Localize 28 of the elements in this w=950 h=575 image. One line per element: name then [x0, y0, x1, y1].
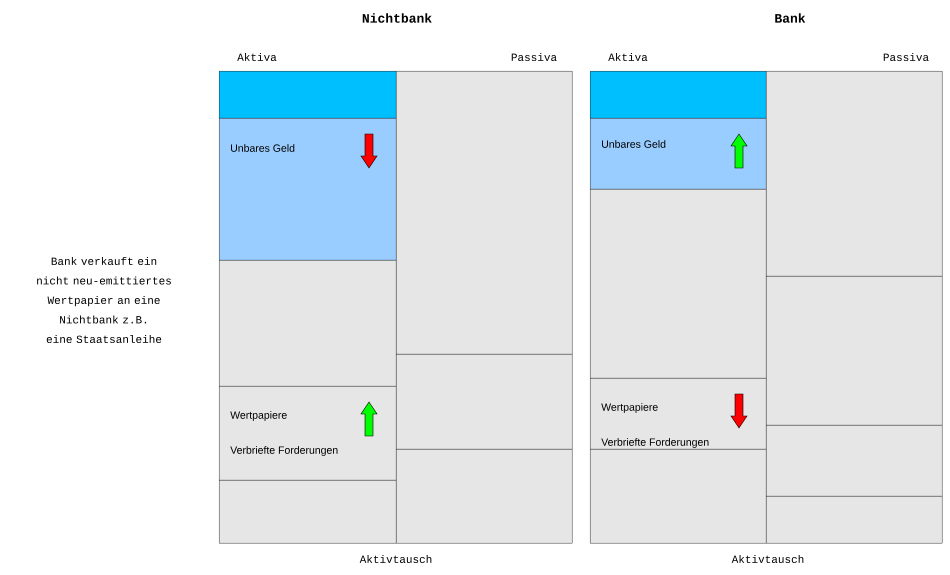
column-label: Aktivtausch: [732, 554, 804, 564]
empty-cell: [219, 71, 396, 118]
empty-cell: [219, 480, 396, 544]
empty-cell: [590, 449, 766, 544]
empty-cell: [396, 449, 572, 544]
heading: Nichtbank: [362, 13, 432, 23]
cell-text: Wertpapiere: [230, 411, 287, 421]
empty-cell: [766, 425, 942, 496]
balance-cell: [219, 118, 396, 260]
column-label: Passiva: [884, 52, 929, 62]
empty-cell: [396, 354, 572, 450]
balance-cell: [590, 378, 766, 450]
heading: Bank: [775, 13, 806, 23]
empty-cell: [219, 260, 396, 386]
column-label: Aktiva: [608, 52, 648, 62]
empty-cell: [766, 496, 942, 544]
cell-text: Wertpapiere: [601, 403, 658, 413]
balance-cell: [219, 386, 396, 480]
column-label: Passiva: [512, 52, 557, 62]
note-text: Bank verkauft ein nicht neu-emittiertes Wertpapier an eine Nichtbank z.B. eine Staatsanleihe: [37, 256, 171, 344]
cell-text: Verbriefte Forderungen: [230, 446, 338, 456]
cell-text: Verbriefte Forderungen: [601, 438, 708, 448]
cell-text: Unbares Geld: [602, 140, 666, 148]
empty-cell: [590, 71, 766, 118]
balance-cell: [590, 118, 766, 190]
cell-text: Unbares Geld: [231, 144, 294, 152]
column-label: Aktiva: [237, 52, 276, 62]
column-label: Aktivtausch: [360, 554, 432, 564]
